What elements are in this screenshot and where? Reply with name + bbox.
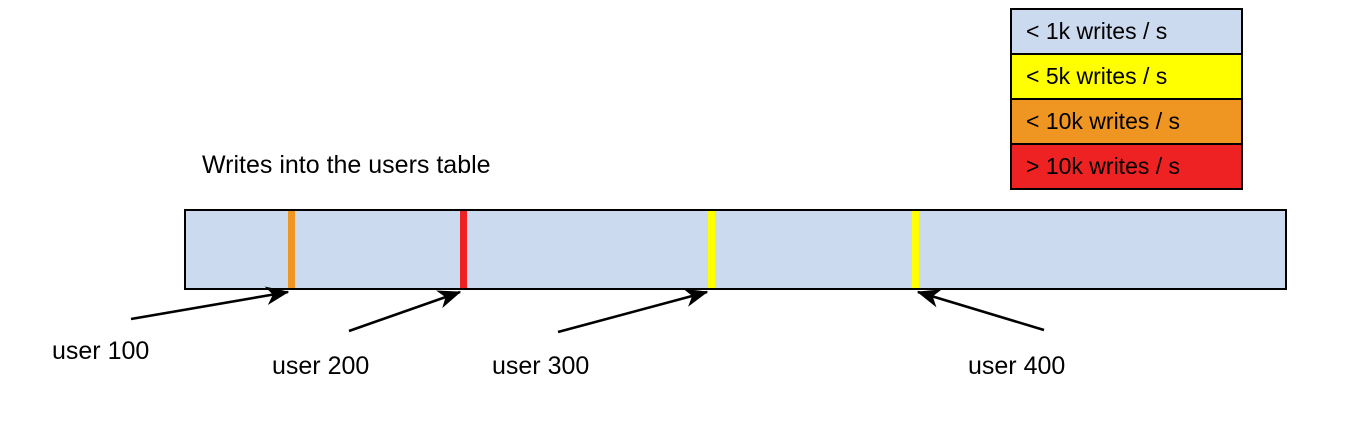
legend-row-under-10k: < 10k writes / s	[1012, 100, 1241, 145]
bar-marker-user-400	[912, 211, 919, 288]
legend-label-over-10k: > 10k writes / s	[1026, 153, 1181, 179]
legend-row-over-10k: > 10k writes / s	[1012, 145, 1241, 188]
arrow-user-400	[916, 289, 1045, 332]
arrow-user-100	[130, 286, 290, 321]
legend: < 1k writes / s < 5k writes / s < 10k wr…	[1010, 8, 1243, 190]
legend-label-under-10k: < 10k writes / s	[1026, 108, 1181, 134]
chart-title: Writes into the users table	[202, 151, 491, 179]
arrow-user-300	[557, 288, 709, 334]
legend-label-under-5k: < 5k writes / s	[1026, 63, 1168, 89]
legend-row-under-5k: < 5k writes / s	[1012, 55, 1241, 100]
callout-label-user-200: user 200	[272, 352, 370, 380]
legend-row-under-1k: < 1k writes / s	[1012, 10, 1241, 55]
bar-marker-user-200	[460, 211, 467, 288]
bar-marker-user-300	[708, 211, 715, 288]
callout-label-user-400: user 400	[968, 352, 1066, 380]
bar-marker-user-100	[288, 211, 295, 288]
legend-label-under-1k: < 1k writes / s	[1026, 18, 1168, 44]
users-table-bar	[184, 209, 1287, 290]
arrow-user-200	[348, 290, 462, 333]
callout-label-user-300: user 300	[492, 352, 590, 380]
callout-label-user-100: user 100	[52, 337, 150, 365]
